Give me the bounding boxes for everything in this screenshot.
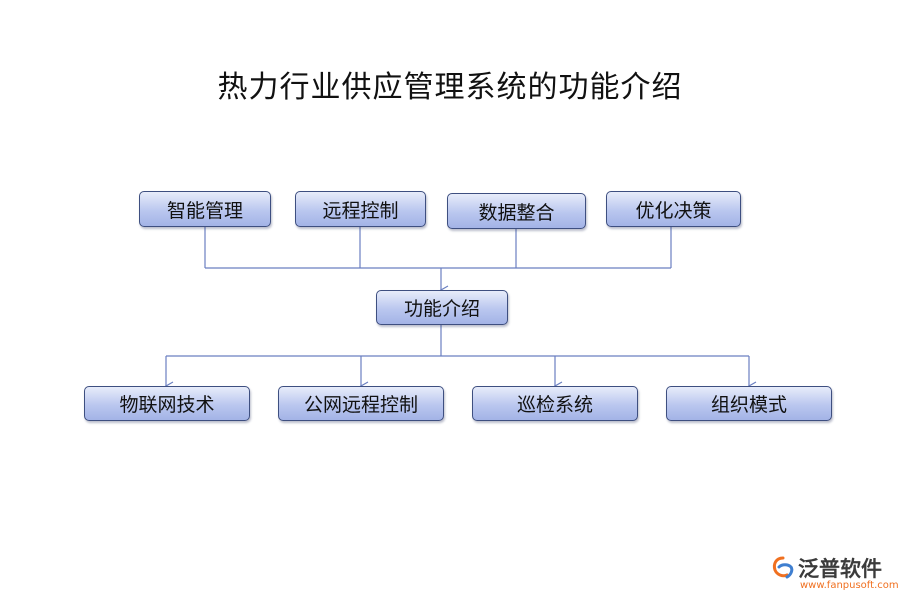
brand-url[interactable]: www.fanpusoft.com (800, 580, 899, 591)
node-public-network-remote-control: 公网远程控制 (278, 386, 444, 421)
brand-logo: 泛普软件 www.fanpusoft.com (770, 553, 899, 597)
node-remote-control: 远程控制 (295, 191, 426, 227)
node-function-intro: 功能介绍 (376, 290, 508, 325)
brand-name: 泛普软件 (798, 557, 882, 581)
node-iot-technology: 物联网技术 (84, 386, 250, 421)
brand-logo-icon (772, 556, 794, 579)
node-data-integration: 数据整合 (447, 193, 586, 229)
node-inspection-system: 巡检系统 (472, 386, 638, 421)
node-intelligent-management: 智能管理 (139, 191, 271, 227)
diagram-title: 热力行业供应管理系统的功能介绍 (217, 70, 683, 105)
node-optimized-decision: 优化决策 (606, 191, 741, 227)
node-organization-mode: 组织模式 (666, 386, 832, 421)
